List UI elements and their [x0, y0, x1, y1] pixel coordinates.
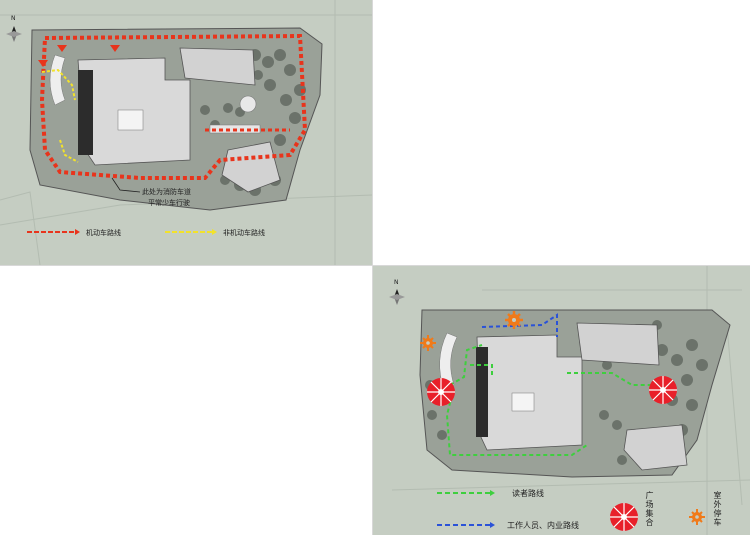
legend-outdoor-parking-label: 室外停车: [713, 491, 722, 527]
courtyard: [117, 109, 144, 131]
fire-lane-note-line1: 此处为消防车道: [142, 188, 191, 196]
blank-panel-bottom-left: [0, 265, 372, 535]
panel-divider-vertical: [372, 0, 373, 535]
panel-divider-horizontal: [0, 265, 750, 266]
legend-arrow-icon: [490, 490, 495, 496]
courtyard: [511, 392, 535, 412]
library-building: [476, 334, 583, 451]
north-building: [576, 322, 660, 366]
blank-panel-top-right: [372, 0, 750, 265]
north-label: N: [394, 279, 399, 286]
legend-staff-label: 工作人员、内业路线: [507, 521, 579, 530]
vehicle-circulation-panel: N 此处为消防车道 平常少车行驶 机动车路线 非机动车路线: [0, 0, 373, 266]
entrance-canopy: [439, 332, 458, 391]
trees: [200, 49, 306, 196]
legend-arrow-icon: [490, 522, 495, 528]
southeast-building: [623, 424, 688, 471]
roundabout: [239, 95, 257, 113]
reader-route: [470, 364, 493, 375]
vehicle-circulation-site-plan: [0, 0, 373, 266]
north-building: [179, 47, 256, 86]
entrance-canopy: [49, 54, 66, 106]
background-road-lines: [0, 0, 373, 266]
legend-plaza-gathering-icon: [610, 503, 638, 531]
building-shadow: [78, 70, 93, 155]
legend-non-vehicle-label: 非机动车路线: [223, 229, 265, 237]
outdoor-parking-icon: [420, 335, 436, 351]
legend-arrow-icon: [212, 229, 217, 235]
legend-vehicle-label: 机动车路线: [86, 229, 121, 237]
legend-plaza-gathering-label: 广场集合: [645, 491, 654, 527]
pedestrian-circulation-panel: N 读者路线 工作人员、内业路线 广场集合 室外停车: [372, 265, 750, 535]
non-vehicle-route: [41, 68, 76, 101]
legend-reader-label: 读者路线: [512, 489, 544, 498]
north-label: N: [11, 15, 16, 22]
non-vehicle-route: [59, 139, 79, 163]
north-arrow-icon: [6, 26, 22, 42]
legend-arrow-icon: [75, 229, 80, 235]
reader-route: [449, 344, 483, 386]
vehicle-arrow-icon: [110, 45, 120, 52]
vehicle-arrow-icon: [57, 45, 67, 52]
vehicle-arrow-icon: [38, 60, 48, 67]
outdoor-parking-icon: [505, 311, 523, 329]
fire-lane-note-line2: 平常少车行驶: [148, 199, 190, 207]
building-shadow: [476, 347, 488, 437]
pedestrian-circulation-site-plan: [389, 265, 750, 535]
vehicle-route: [39, 33, 308, 180]
north-arrow-icon: [389, 289, 405, 305]
southeast-building: [221, 141, 281, 193]
staff-route: [481, 313, 558, 337]
plaza-gathering-icon: [649, 376, 677, 404]
legend-outdoor-parking-icon: [689, 509, 705, 525]
plaza-gathering-icon: [427, 378, 455, 406]
annotation-leader: [111, 177, 141, 193]
reader-route: [567, 372, 657, 386]
